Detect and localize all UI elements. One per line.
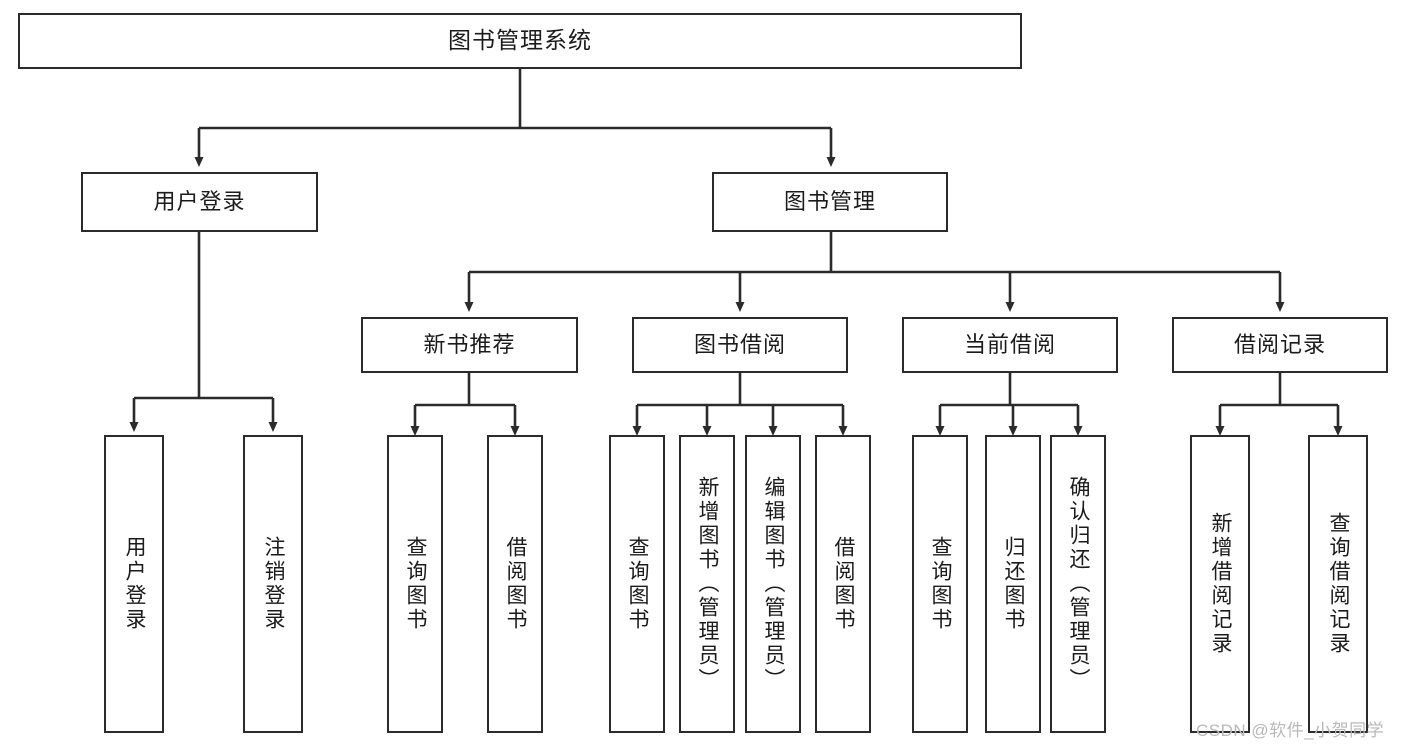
csdn-watermark: CSDN @软件_小贺同学 bbox=[1196, 721, 1385, 740]
node-leaf-logout[interactable]: 注销登录 bbox=[243, 435, 303, 733]
node-borrow-record[interactable]: 借阅记录 bbox=[1172, 317, 1388, 373]
node-leaf-add-record[interactable]: 新增借阅记录 bbox=[1190, 435, 1250, 733]
node-leaf-confirm-return[interactable]: 确认归还（管理员） bbox=[1050, 435, 1106, 733]
node-leaf-add-book-label: 新增图书（管理员） bbox=[696, 476, 720, 692]
node-leaf-query-book-3[interactable]: 查询图书 bbox=[912, 435, 968, 733]
node-leaf-edit-book[interactable]: 编辑图书（管理员） bbox=[745, 435, 801, 733]
node-leaf-query-book-1[interactable]: 查询图书 bbox=[387, 435, 443, 733]
node-current-borrow-label: 当前借阅 bbox=[963, 331, 1056, 357]
node-book-borrow-label: 图书借阅 bbox=[693, 331, 786, 357]
node-borrow-record-label: 借阅记录 bbox=[1233, 331, 1326, 357]
node-leaf-user-login[interactable]: 用户登录 bbox=[104, 435, 164, 733]
node-leaf-confirm-return-label: 确认归还（管理员） bbox=[1067, 476, 1091, 692]
node-root[interactable]: 图书管理系统 bbox=[18, 13, 1022, 69]
node-current-borrow[interactable]: 当前借阅 bbox=[902, 317, 1118, 373]
node-leaf-query-book-2[interactable]: 查询图书 bbox=[609, 435, 665, 733]
node-leaf-return-book-label: 归还图书 bbox=[1002, 536, 1026, 632]
node-leaf-edit-book-label: 编辑图书（管理员） bbox=[762, 476, 786, 692]
node-leaf-query-book-2-label: 查询图书 bbox=[626, 536, 650, 632]
node-user-login[interactable]: 用户登录 bbox=[81, 172, 318, 232]
node-book-manage[interactable]: 图书管理 bbox=[712, 172, 948, 232]
node-leaf-query-book-3-label: 查询图书 bbox=[929, 536, 953, 632]
node-book-manage-label: 图书管理 bbox=[783, 188, 876, 214]
node-leaf-add-record-label: 新增借阅记录 bbox=[1209, 512, 1233, 656]
node-root-label: 图书管理系统 bbox=[448, 27, 592, 54]
node-leaf-borrow-book-2[interactable]: 借阅图书 bbox=[815, 435, 871, 733]
node-user-login-label: 用户登录 bbox=[153, 188, 246, 214]
node-leaf-add-book[interactable]: 新增图书（管理员） bbox=[679, 435, 735, 733]
node-new-book-recommend-label: 新书推荐 bbox=[423, 331, 516, 357]
node-new-book-recommend[interactable]: 新书推荐 bbox=[361, 317, 578, 373]
node-leaf-logout-label: 注销登录 bbox=[262, 536, 286, 632]
node-leaf-borrow-book-1-label: 借阅图书 bbox=[504, 536, 528, 632]
node-leaf-return-book[interactable]: 归还图书 bbox=[985, 435, 1041, 733]
node-leaf-query-record[interactable]: 查询借阅记录 bbox=[1308, 435, 1368, 733]
node-leaf-borrow-book-2-label: 借阅图书 bbox=[832, 536, 856, 632]
node-leaf-query-record-label: 查询借阅记录 bbox=[1327, 512, 1351, 656]
node-leaf-borrow-book-1[interactable]: 借阅图书 bbox=[487, 435, 543, 733]
node-leaf-query-book-1-label: 查询图书 bbox=[404, 536, 428, 632]
node-leaf-user-login-label: 用户登录 bbox=[123, 536, 147, 632]
node-book-borrow[interactable]: 图书借阅 bbox=[632, 317, 848, 373]
